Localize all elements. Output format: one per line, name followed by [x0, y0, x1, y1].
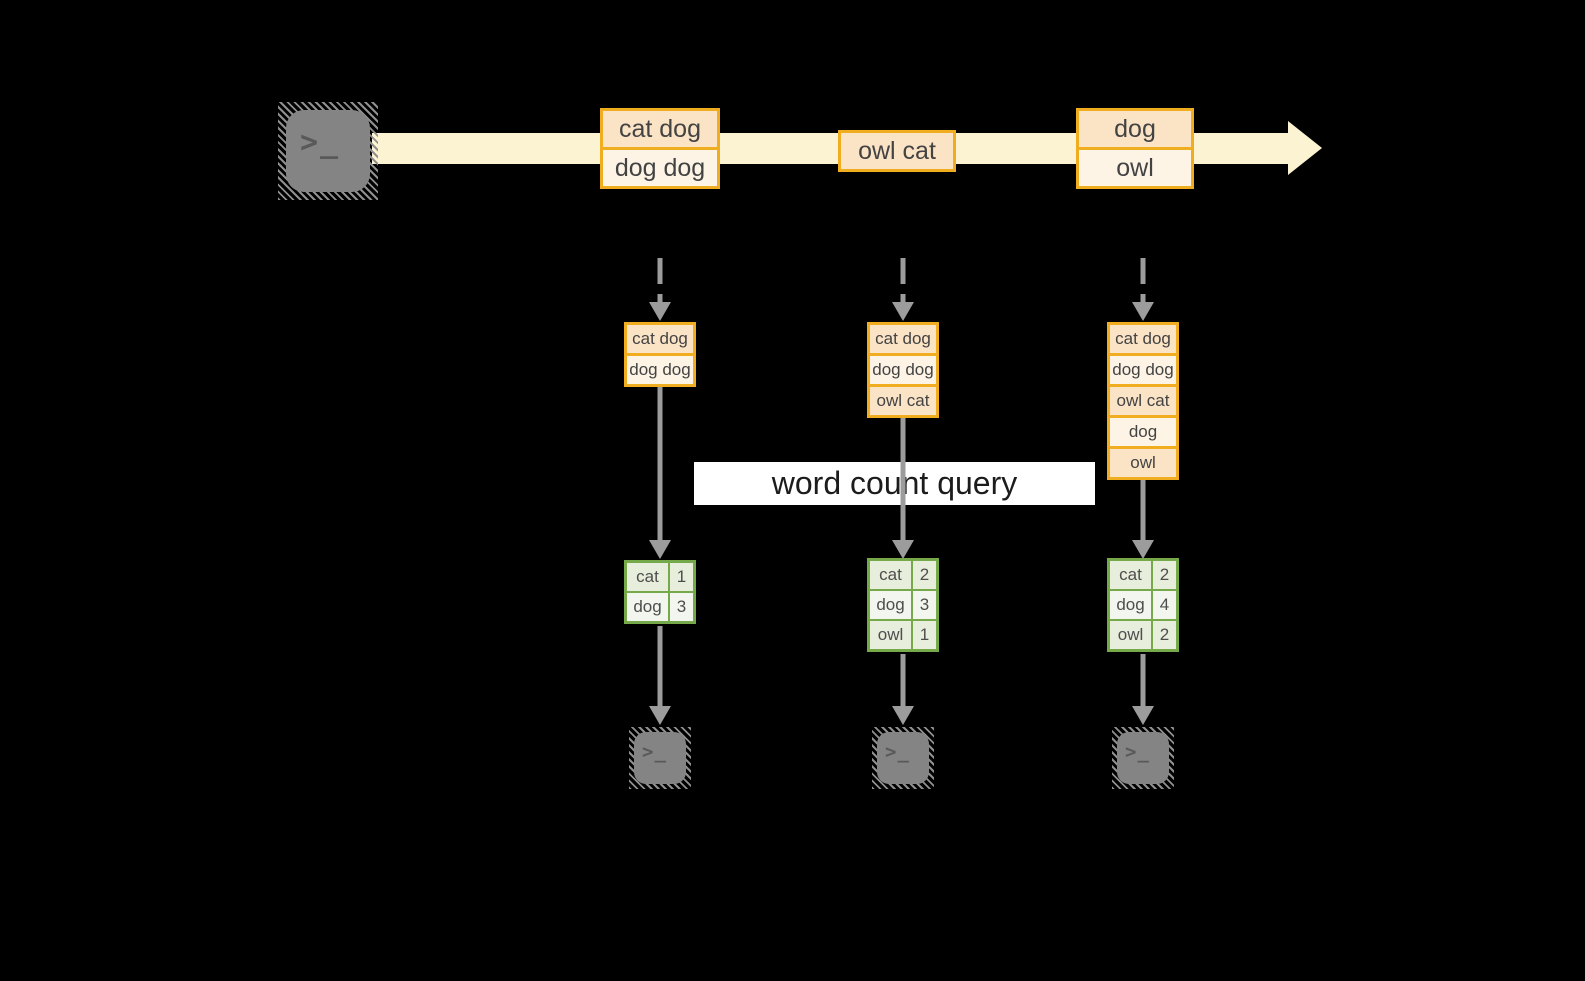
output-arrow-1 [649, 626, 671, 725]
count-cell: 2 [1153, 561, 1176, 589]
stream-message-box-1: cat dog dog dog [600, 108, 720, 189]
terminal-prompt-icon: >_ [1125, 741, 1150, 763]
word-cell: owl [870, 621, 911, 649]
query-arrow-3 [1132, 480, 1154, 559]
count-table-2: cat 2 dog 3 owl 1 [867, 558, 939, 652]
ingest-arrow-3 [1132, 258, 1154, 321]
stream-arrowhead-icon [1288, 121, 1322, 175]
record-row: dog dog [1110, 353, 1176, 384]
word-cell: dog [627, 593, 668, 621]
record-row: cat dog [870, 325, 936, 353]
message-row: cat dog [603, 111, 717, 147]
count-cell: 1 [670, 563, 693, 591]
count-cell: 3 [913, 591, 936, 619]
record-row: dog dog [870, 353, 936, 384]
query-arrow-2 [892, 418, 914, 559]
message-row: owl cat [841, 133, 953, 169]
word-cell: owl [1110, 621, 1151, 649]
query-banner: word count query [694, 462, 1095, 505]
terminal-screen [634, 732, 686, 784]
terminal-screen [286, 110, 370, 192]
stream-message-box-2: owl cat [838, 130, 956, 172]
record-row: owl [1110, 446, 1176, 477]
count-cell: 4 [1153, 591, 1176, 619]
output-terminal-icon-1: >_ [629, 727, 691, 789]
output-arrow-3 [1132, 654, 1154, 725]
ingest-arrow-2 [892, 258, 914, 321]
record-row: cat dog [627, 325, 693, 353]
record-stack-1: cat dog dog dog [624, 322, 696, 387]
count-cell: 2 [913, 561, 936, 589]
message-row: owl [1079, 147, 1191, 186]
output-terminal-icon-3: >_ [1112, 727, 1174, 789]
terminal-prompt-icon: >_ [885, 741, 910, 763]
word-cell: cat [870, 561, 911, 589]
record-row: cat dog [1110, 325, 1176, 353]
output-arrow-2 [892, 654, 914, 725]
source-terminal-icon: >_ [278, 102, 378, 200]
record-row: dog dog [627, 353, 693, 384]
word-cell: dog [1110, 591, 1151, 619]
count-table-3: cat 2 dog 4 owl 2 [1107, 558, 1179, 652]
word-cell: cat [627, 563, 668, 591]
terminal-prompt-icon: >_ [300, 125, 341, 160]
word-cell: dog [870, 591, 911, 619]
record-stack-2: cat dog dog dog owl cat [867, 322, 939, 418]
terminal-prompt-icon: >_ [642, 741, 667, 763]
record-row: owl cat [1110, 384, 1176, 415]
count-cell: 2 [1153, 621, 1176, 649]
query-arrow-1 [649, 387, 671, 559]
terminal-screen [1117, 732, 1169, 784]
ingest-arrow-1 [649, 258, 671, 321]
word-cell: cat [1110, 561, 1151, 589]
output-terminal-icon-2: >_ [872, 727, 934, 789]
count-cell: 1 [913, 621, 936, 649]
terminal-screen [877, 732, 929, 784]
count-cell: 3 [670, 593, 693, 621]
record-row: dog [1110, 415, 1176, 446]
record-stack-3: cat dog dog dog owl cat dog owl [1107, 322, 1179, 480]
record-row: owl cat [870, 384, 936, 415]
stream-message-box-3: dog owl [1076, 108, 1194, 189]
message-row: dog [1079, 111, 1191, 147]
count-table-1: cat 1 dog 3 [624, 560, 696, 624]
message-row: dog dog [603, 147, 717, 186]
